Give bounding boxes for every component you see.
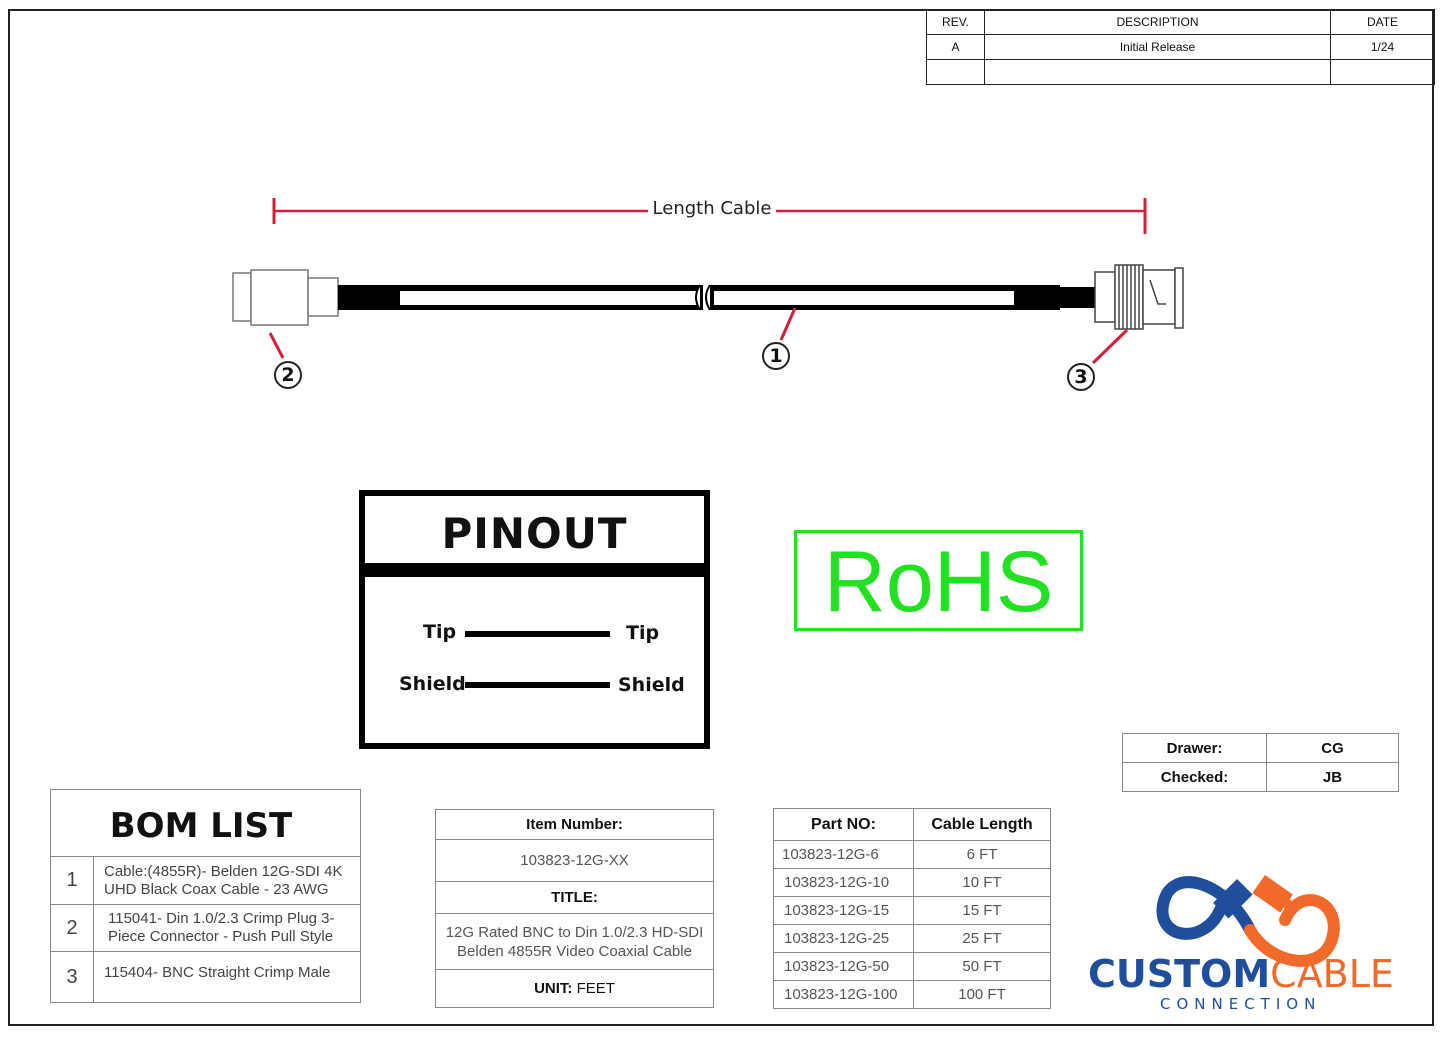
item-number-value: 103823-12G-XX <box>435 839 714 882</box>
pinout-divider <box>365 563 704 577</box>
revision-header-row: REV. DESCRIPTION DATE <box>926 9 1435 35</box>
bom-item-number: 3 <box>50 951 94 1003</box>
bom-item-description: 115041- Din 1.0/2.3 Crimp Plug 3- Piece … <box>93 904 361 952</box>
cable-length-header: Cable Length <box>913 808 1051 841</box>
part-number: 103823-12G-10 <box>773 868 914 897</box>
bom-desc-line: 115041- Din 1.0/2.3 Crimp Plug 3- <box>108 910 335 927</box>
cable-body-drawing <box>338 284 1095 311</box>
pin-right-shield: Shield <box>618 674 685 696</box>
bom-row: 1 Cable:(4855R)- Belden 12G-SDI 4K UHD B… <box>50 856 361 905</box>
part-number-table: Part NO: Cable Length 103823-12G-6 6 FT … <box>773 808 1051 1009</box>
rohs-badge: RoHS <box>794 530 1083 631</box>
cable-length: 10 FT <box>913 868 1051 897</box>
signoff-row: Checked: JB <box>1122 762 1399 792</box>
drawer-value: CG <box>1266 733 1399 763</box>
bom-item-description: 115404- BNC Straight Crimp Male <box>93 951 361 1003</box>
item-row: 12G Rated BNC to Din 1.0/2.3 HD-SDI Beld… <box>435 913 714 970</box>
unit-cell: UNIT: FEET <box>435 969 714 1008</box>
callout-leaders <box>268 307 1129 365</box>
din-connector-drawing <box>232 269 339 326</box>
part-no-header: Part NO: <box>773 808 914 841</box>
bom-table: 1 Cable:(4855R)- Belden 12G-SDI 4K UHD B… <box>50 856 361 1003</box>
length-cable-label: Length Cable <box>648 198 776 219</box>
checked-value: JB <box>1266 762 1399 792</box>
part-header-row: Part NO: Cable Length <box>773 808 1051 841</box>
unit-label: UNIT: <box>534 980 573 997</box>
callout-3: 3 <box>1067 363 1095 391</box>
part-row: 103823-12G-6 6 FT <box>773 840 1051 869</box>
pin-left-tip: Tip <box>423 621 457 643</box>
title-value: 12G Rated BNC to Din 1.0/2.3 HD-SDI Beld… <box>435 913 714 970</box>
part-number: 103823-12G-100 <box>773 980 914 1009</box>
tip-connection-line <box>465 631 610 637</box>
revision-row: A Initial Release 1/24 <box>926 34 1435 60</box>
item-row: TITLE: <box>435 881 714 914</box>
drawer-label: Drawer: <box>1122 733 1267 763</box>
cable-length: 25 FT <box>913 924 1051 953</box>
revision-row <box>926 59 1435 85</box>
date-header: DATE <box>1330 9 1435 35</box>
revision-table: REV. DESCRIPTION DATE A Initial Release … <box>926 9 1435 85</box>
signoff-table: Drawer: CG Checked: JB <box>1122 733 1399 792</box>
cable-length: 15 FT <box>913 896 1051 925</box>
logo-cable-text: CABLE <box>1270 952 1394 996</box>
part-row: 103823-12G-10 10 FT <box>773 868 1051 897</box>
title-line: 12G Rated BNC to Din 1.0/2.3 HD-SDI <box>445 923 704 941</box>
description-header: DESCRIPTION <box>984 9 1331 35</box>
bom-desc-line: UHD Black Coax Cable - 23 AWG <box>104 880 329 898</box>
item-number-label: Item Number: <box>435 809 714 840</box>
date-cell <box>1330 59 1435 85</box>
callout-2: 2 <box>274 361 302 389</box>
bnc-connector-drawing <box>1094 264 1184 330</box>
part-row: 103823-12G-100 100 FT <box>773 980 1051 1009</box>
part-number: 103823-12G-6 <box>773 840 914 869</box>
callout-1: 1 <box>762 342 790 370</box>
bom-row: 2 115041- Din 1.0/2.3 Crimp Plug 3- Piec… <box>50 904 361 952</box>
pinout-title: PINOUT <box>441 509 628 558</box>
bom-title: BOM LIST <box>109 806 293 846</box>
bom-row: 3 115404- BNC Straight Crimp Male <box>50 951 361 1003</box>
shield-connection-line <box>465 682 610 688</box>
part-number: 103823-12G-25 <box>773 924 914 953</box>
bom-item-number: 1 <box>50 856 94 905</box>
bom-desc-line: 115404- BNC Straight Crimp Male <box>104 964 331 981</box>
part-number: 103823-12G-50 <box>773 952 914 981</box>
bom-desc-line: Cable:(4855R)- Belden 12G-SDI 4K <box>104 862 343 880</box>
unit-value: FEET <box>576 980 615 997</box>
logo-custom-text: CUSTOM <box>1088 952 1271 996</box>
item-row: Item Number: <box>435 809 714 840</box>
date-cell: 1/24 <box>1330 34 1435 60</box>
cable-length: 50 FT <box>913 952 1051 981</box>
logo-wordmark: CUSTOMCABLE <box>1088 952 1394 996</box>
rev-cell <box>926 59 985 85</box>
bom-list: BOM LIST 1 Cable:(4855R)- Belden 12G-SDI… <box>50 789 361 1003</box>
title-line: Belden 4855R Video Coaxial Cable <box>457 942 692 960</box>
item-row: UNIT: FEET <box>435 969 714 1008</box>
cable-length: 100 FT <box>913 980 1051 1009</box>
part-row: 103823-12G-15 15 FT <box>773 896 1051 925</box>
title-label: TITLE: <box>435 881 714 914</box>
bom-item-number: 2 <box>50 904 94 952</box>
cable-length: 6 FT <box>913 840 1051 869</box>
part-row: 103823-12G-50 50 FT <box>773 952 1051 981</box>
bom-item-description: Cable:(4855R)- Belden 12G-SDI 4K UHD Bla… <box>93 856 361 905</box>
pin-left-shield: Shield <box>399 673 466 695</box>
item-row: 103823-12G-XX <box>435 839 714 882</box>
logo-connection-text: CONNECTION <box>1160 995 1322 1013</box>
company-logo-icon <box>1156 875 1340 967</box>
checked-label: Checked: <box>1122 762 1267 792</box>
drawing-frame <box>8 9 1434 1026</box>
bom-desc-line: Piece Connector - Push Pull Style <box>108 928 334 945</box>
signoff-row: Drawer: CG <box>1122 733 1399 763</box>
part-row: 103823-12G-25 25 FT <box>773 924 1051 953</box>
item-info-table: Item Number: 103823-12G-XX TITLE: 12G Ra… <box>435 809 714 1008</box>
pinout-box: PINOUT Tip Tip Shield Shield <box>359 490 710 749</box>
part-number: 103823-12G-15 <box>773 896 914 925</box>
pin-right-tip: Tip <box>626 622 660 644</box>
